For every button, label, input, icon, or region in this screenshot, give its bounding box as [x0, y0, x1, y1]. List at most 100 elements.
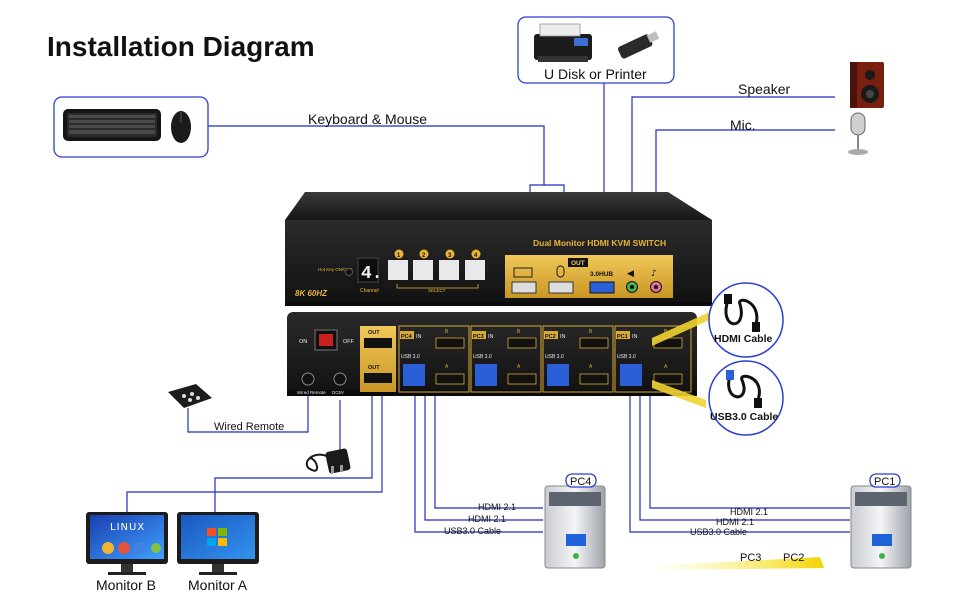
pc1-hdmi-a[interactable] [653, 373, 683, 385]
pc2-b-label: B [589, 329, 593, 335]
pc1-in-label: IN [632, 334, 638, 340]
pc4-usb-port[interactable] [403, 364, 425, 386]
pc4-usb-label: USB3.0 Cable [444, 526, 501, 536]
pc1-input-group: PC1 IN USB 3.0 B A [614, 325, 692, 393]
speaker-icon [850, 62, 884, 108]
dc-label: DC5V [332, 390, 344, 395]
select-button-1[interactable]: 1 [388, 249, 408, 281]
hotkey-label: Hot Key ON/OFF [318, 267, 353, 272]
channel-digit: 4. [361, 264, 383, 284]
mic-label: Mic. [730, 117, 756, 133]
keyboard-mouse-label: Keyboard & Mouse [308, 111, 427, 127]
usb3-cable-callout: USB3.0 Cable [652, 360, 784, 436]
dc-port[interactable] [333, 372, 347, 386]
select-button-3-number: 3 [448, 253, 452, 259]
select-button-2[interactable]: 2 [413, 249, 433, 281]
out-label-bottom: OUT [368, 365, 380, 371]
pc1-port-label: PC1 [617, 334, 628, 340]
kvm-switch-back: ON OFF Wired Remote DC5V OUT OUT PC4 IN … [287, 312, 697, 396]
printer-icon [534, 23, 592, 62]
usb-device-label: U Disk or Printer [544, 66, 647, 82]
pc3-usb-port[interactable] [475, 364, 497, 386]
pc3-usb-label: USB 3.0 [473, 354, 492, 360]
pc2-usb-port[interactable] [547, 364, 569, 386]
select-buttons: 1 2 3 4 SELECT [388, 249, 485, 293]
pc3-b-label: B [517, 329, 521, 335]
wired-remote-port[interactable] [301, 372, 315, 386]
pc3-hdmi-b[interactable] [507, 337, 537, 349]
pc2-port-label: PC2 [545, 334, 556, 340]
channel-display [357, 257, 379, 283]
pc1-hdmi-label-2: HDMI 2.1 [716, 517, 754, 527]
pc3-hdmi-a[interactable] [507, 373, 537, 385]
pc4-input-group: PC4 IN USB 3.0 B A [398, 325, 470, 393]
monitor-b-screen-text: LINUX [110, 522, 145, 533]
hdmi-cable-label: HDMI Cable [714, 333, 773, 345]
pc4-in-label: IN [416, 334, 422, 340]
pc2-hdmi-b[interactable] [579, 337, 609, 349]
mouse-symbol-icon [556, 265, 565, 278]
pc4-hdmi-b[interactable] [435, 337, 465, 349]
power-adapter-icon [305, 448, 351, 474]
pc4-b-label: B [445, 329, 449, 335]
pc3-pc2-arrow [650, 557, 824, 570]
on-label: ON [299, 339, 307, 345]
hdmi-out-a[interactable] [364, 373, 392, 383]
pc3-input-group: PC3 IN USB 3.0 B A [470, 325, 542, 393]
monitor-b-label: Monitor B [96, 577, 156, 593]
pc4-hdmi-a[interactable] [435, 373, 465, 385]
select-button-1-number: 1 [397, 253, 401, 259]
keyboard-icon [63, 109, 161, 141]
usb-port-hub[interactable] [589, 281, 615, 294]
hdmi-cable-icon [724, 294, 760, 332]
pc4-hdmi-label-2: HDMI 2.1 [468, 514, 506, 524]
pc2-a-label: A [589, 364, 593, 370]
pc4-hdmi-label-1: HDMI 2.1 [478, 502, 516, 512]
hub-label: 3.0HUB [590, 271, 613, 278]
pc1-label: PC1 [874, 476, 895, 488]
out-label-top: OUT [368, 330, 380, 336]
mouse-icon [171, 111, 191, 143]
pc3-a-label: A [517, 364, 521, 370]
pc4-label-box [565, 473, 597, 488]
monitor-a [177, 512, 259, 575]
hdmi-out-b[interactable] [364, 338, 392, 348]
usb-port-mouse[interactable] [548, 281, 574, 294]
pc1-a-label: A [664, 364, 668, 370]
usb-port-keyboard[interactable] [511, 281, 537, 294]
speaker-symbol-icon: ◀ [627, 269, 634, 279]
windows-logo-icon [207, 528, 227, 546]
front-out-label: OUT [571, 260, 585, 267]
usb-device-panel: U Disk or Printer [517, 16, 675, 84]
pc3-label: PC3 [740, 552, 761, 564]
hotkey-button[interactable] [345, 268, 353, 276]
wired-remote-icon [168, 384, 212, 408]
resolution-text: 8K 60HZ [295, 289, 328, 298]
pc1-usb-port[interactable] [620, 364, 642, 386]
select-button-2-number: 2 [422, 253, 426, 259]
off-label: OFF [343, 339, 355, 345]
usb3-cable-icon [726, 370, 762, 408]
pc2-label: PC2 [783, 552, 804, 564]
mic-symbol-icon: ♪ [651, 269, 657, 279]
keyboard-mouse-panel [53, 96, 209, 158]
usb-drive-icon [618, 31, 660, 59]
pc1-hdmi-label-1: HDMI 2.1 [730, 507, 768, 517]
usb3-cable-label: USB3.0 Cable [710, 411, 778, 423]
pc4-a-label: A [445, 364, 449, 370]
pc3-in-label: IN [488, 334, 494, 340]
select-button-4[interactable]: 4 [465, 249, 485, 281]
speaker-label: Speaker [738, 81, 790, 97]
brand-text: Dual Monitor HDMI KVM SWITCH [533, 238, 666, 248]
monitor-b: LINUX [86, 512, 168, 575]
select-button-3[interactable]: 3 [439, 249, 459, 281]
pc4-tower [544, 485, 606, 569]
pc2-input-group: PC2 IN USB 3.0 B A [542, 325, 614, 393]
channel-label: Channel [360, 288, 379, 294]
select-label: SELECT [428, 288, 446, 293]
hdmi-cable-callout: HDMI Cable [652, 282, 784, 358]
wired-remote-port-label: Wired Remote [297, 390, 326, 395]
select-button-4-number: 4 [474, 253, 478, 259]
pc2-hdmi-a[interactable] [579, 373, 609, 385]
